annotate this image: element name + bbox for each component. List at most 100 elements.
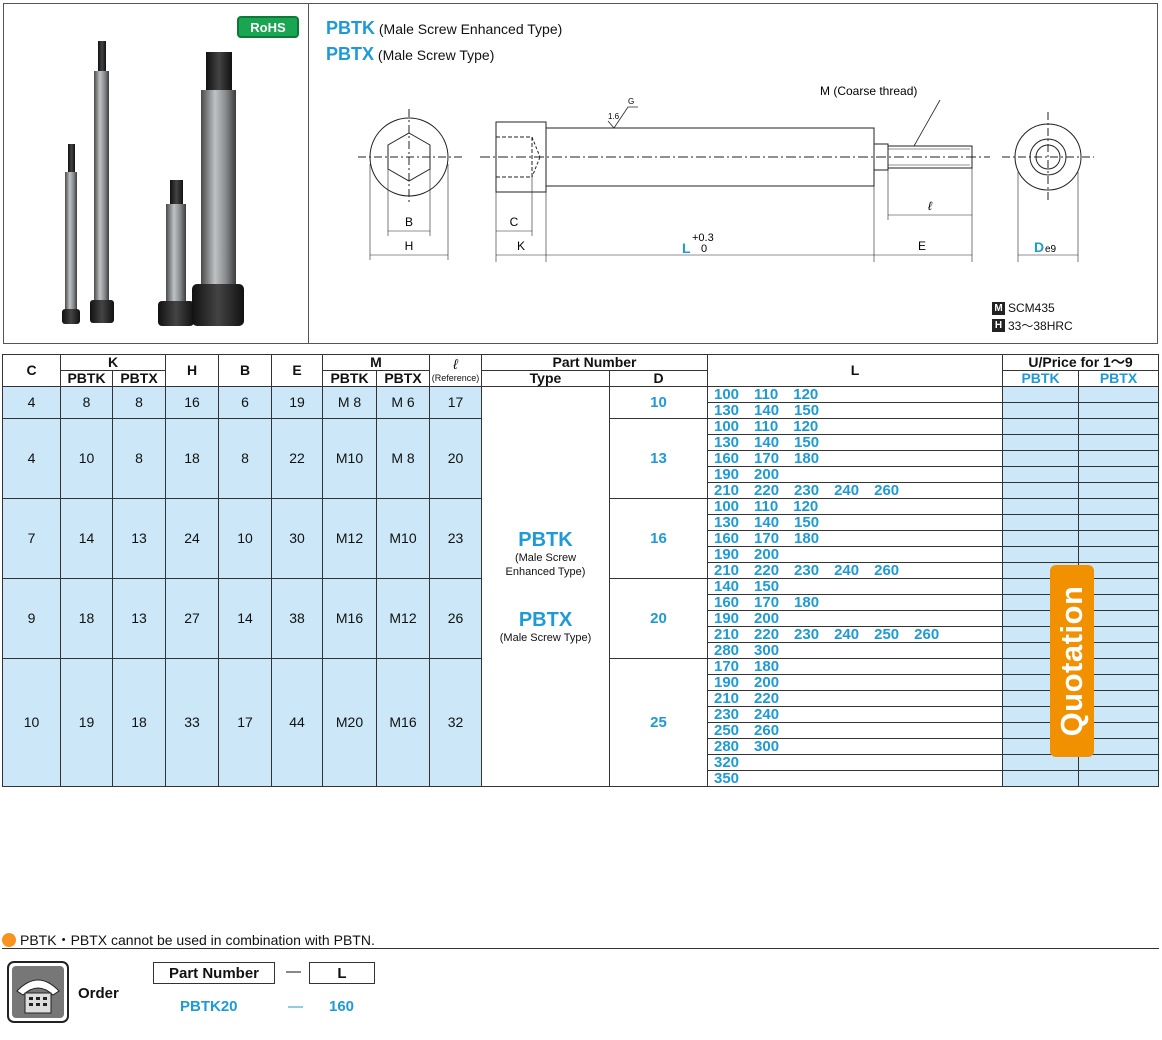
header-m-pbtx: PBTX [376, 370, 430, 387]
dim-c-label: C [510, 215, 519, 229]
cell-m-pbtk: M16 [322, 578, 377, 659]
table-row: 190 200 [3, 674, 1159, 691]
cell-price-pbtx [1078, 530, 1159, 547]
cell-k-pbtx: 18 [112, 658, 166, 787]
cell-l-values: 250 260 [707, 722, 1003, 739]
cell-e: 38 [271, 578, 323, 659]
header-ell-sub: (Reference) [431, 372, 480, 383]
cell-e: 19 [271, 386, 323, 419]
header-price-pbtx: PBTX [1078, 370, 1159, 387]
header-k: K [60, 354, 166, 371]
cell-e: 22 [271, 418, 323, 499]
header-k-pbtk: PBTK [60, 370, 113, 387]
table-row: 190 200 [3, 610, 1159, 627]
cell-c: 10 [2, 658, 61, 787]
dim-k-label: K [517, 239, 525, 253]
cell-l-values: 100 110 120 [707, 498, 1003, 515]
cell-l-values: 210 220 230 240 260 [707, 562, 1003, 579]
type-pbtk[interactable]: PBTK [518, 528, 573, 551]
cell-b: 8 [218, 418, 272, 499]
cell-l-values: 190 200 [707, 546, 1003, 563]
cell-b: 10 [218, 498, 272, 579]
quotation-badge[interactable]: Quotation [1050, 565, 1094, 757]
cell-b: 17 [218, 658, 272, 787]
title-pbtk-code: PBTK [326, 18, 375, 38]
cell-price-pbtx [1078, 594, 1159, 611]
shoulder-screw-photo [62, 41, 244, 326]
table-row: 130 140 150 [3, 434, 1159, 451]
cell-k-pbtx: 13 [112, 498, 166, 579]
cell-k-pbtk: 10 [60, 418, 113, 499]
cell-price-pbtx [1078, 466, 1159, 483]
cell-price-pbtx [1078, 482, 1159, 499]
cell-l-values: 190 200 [707, 610, 1003, 627]
order-dash: — [286, 963, 301, 980]
dim-d-label: D [1034, 239, 1044, 255]
cell-k-pbtx: 8 [112, 418, 166, 499]
material-icon: M [992, 301, 1005, 315]
cell-h: 33 [165, 658, 219, 787]
header-ell-symbol: ℓ [453, 355, 458, 372]
dim-e-label: E [918, 239, 926, 253]
table-row: 160 170 180 [3, 450, 1159, 467]
cell-c: 4 [2, 386, 61, 419]
cell-e: 44 [271, 658, 323, 787]
dim-d-sub: e9 [1045, 244, 1057, 255]
cell-l-values: 210 220 230 240 260 [707, 482, 1003, 499]
header-price-pbtk: PBTK [1002, 370, 1079, 387]
caution-icon [2, 933, 16, 947]
cell-k-pbtx: 13 [112, 578, 166, 659]
cell-l-values: 210 220 [707, 690, 1003, 707]
header-h: H [165, 354, 219, 387]
cell-m-pbtx: M 8 [376, 418, 430, 499]
cell-price-pbtk [1002, 434, 1079, 451]
header-m-pbtk: PBTK [322, 370, 377, 387]
quotation-label: Quotation [1054, 585, 1089, 737]
cell-price-pbtx [1078, 498, 1159, 515]
cell-price-pbtx [1078, 418, 1159, 435]
cell-l-values: 100 110 120 [707, 418, 1003, 435]
product-header: RoHS PBTK (Male Screw Enhanced Type) PBT… [3, 3, 1158, 344]
cell-l-values: 280 300 [707, 738, 1003, 755]
header-m: M [322, 354, 430, 371]
hardness-text: 33～38HRC [1008, 319, 1073, 333]
spec-table: C K H B E M ℓ (Reference) Part Number L … [2, 354, 1159, 787]
title-pbtk: PBTK (Male Screw Enhanced Type) [326, 18, 562, 39]
cell-price-pbtx [1078, 402, 1159, 419]
cell-price-pbtx [1078, 434, 1159, 451]
cell-price-pbtk [1002, 418, 1079, 435]
rohs-badge: RoHS [237, 16, 299, 38]
cell-price-pbtk [1002, 482, 1079, 499]
cell-price-pbtk [1002, 514, 1079, 531]
cell-l-values: 320 [707, 754, 1003, 771]
cell-price-pbtx [1078, 450, 1159, 467]
cell-l-values: 190 200 [707, 466, 1003, 483]
header-b: B [218, 354, 272, 387]
cell-l-values: 130 140 150 [707, 434, 1003, 451]
cell-l-values: 350 [707, 770, 1003, 787]
header-l: L [707, 354, 1003, 387]
cell-ell: 17 [429, 386, 482, 419]
title-pbtk-desc: (Male Screw Enhanced Type) [378, 21, 563, 37]
cell-price-pbtk [1002, 770, 1079, 787]
technical-drawing: B H 1.6 G M (Coarse thread) C K L +0.3 [358, 84, 1094, 262]
cell-l-values: 130 140 150 [707, 514, 1003, 531]
header-ell: ℓ (Reference) [429, 354, 482, 387]
cell-c: 9 [2, 578, 61, 659]
surface-mark-text: 1.6 [608, 112, 620, 121]
cell-l-values: 140 150 [707, 578, 1003, 595]
cell-m-pbtk: M10 [322, 418, 377, 499]
product-photo: RoHS [4, 4, 309, 343]
dim-h-label: H [405, 239, 414, 253]
cell-price-pbtk [1002, 386, 1079, 403]
dim-l-tol-lower: 0 [701, 243, 707, 255]
usage-note: PBTK・PBTX cannot be used in combination … [2, 932, 1159, 949]
cell-price-pbtx [1078, 514, 1159, 531]
type-pbtx[interactable]: PBTX [518, 608, 573, 631]
type-pbtx-desc: (Male Screw Type) [499, 631, 592, 644]
cell-type: PBTK(Male Screw Enhanced Type)PBTX(Male … [481, 386, 610, 787]
thread-label: M (Coarse thread) [820, 84, 917, 98]
table-row: 320 [3, 754, 1159, 771]
